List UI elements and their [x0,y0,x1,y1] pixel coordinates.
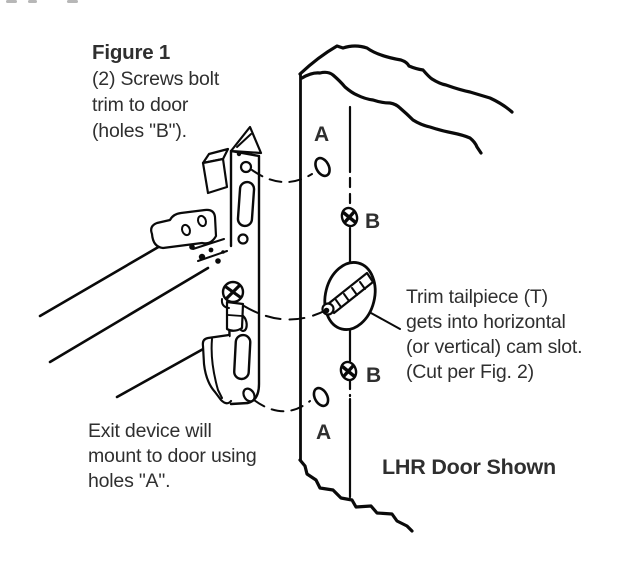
exit-device-note-line-1: Exit device will [88,420,212,442]
exit-device-note-line-3: holes "A". [88,470,170,492]
leader-cam-slot [243,305,331,321]
plate-hole-bottom [242,387,256,403]
figure-title: Figure 1 [92,41,170,64]
door-note: LHR Door Shown [382,455,556,479]
plate-top-fold-line [236,133,252,148]
exit-device-note-line-2: mount to door using [88,445,257,467]
plate-slot-upper [236,180,256,228]
chassis-screw-head [220,280,245,309]
push-bar-rivets [189,244,225,264]
exit-device [38,125,263,406]
door-torn-edge-bottom [298,458,414,533]
tailpiece-note-line-1: Trim tailpiece (T) [406,286,548,308]
screw-b-bottom [339,360,358,382]
tailpiece-note-line-4: (Cut per Fig. 2) [406,361,534,383]
tailpiece-note-line-3: (or vertical) cam slot. [406,336,582,358]
label-hole-a-bottom: A [316,421,331,444]
door-torn-edge-top-inner [300,70,483,155]
tailpiece-note-line-2: gets into horizontal [406,311,566,333]
chassis-tab-box [201,147,230,195]
leader-hole-a-bottom [253,399,311,413]
push-bar-top-edge [38,240,169,318]
label-hole-b-bottom: B [366,364,381,387]
screws-note-line-2: trim to door [92,94,189,116]
cam-assembly [321,261,401,331]
cam-hub [225,300,245,332]
latch-wedge [150,208,218,250]
plate-hole-mid [237,233,249,245]
screws-note-line-1: (2) Screws bolt [92,68,220,90]
door-panel [298,44,514,533]
label-hole-a-top: A [314,123,329,146]
screw-b-top [340,206,359,228]
push-bar-front-edge [48,266,210,364]
tailpiece-pointer-line [370,312,401,330]
plate-outline [227,149,261,406]
plate-slot-lower [233,333,252,381]
plate-foot-tab [201,333,233,405]
hole-a-top [314,156,331,178]
latch-wedge-hole-2 [197,214,207,228]
plate-hole-top [239,160,253,174]
mounting-plate [201,125,263,406]
push-bar-bottom-edge [115,346,207,399]
plate-foot-fold-line [210,338,223,399]
door-torn-edge-top-outer [298,44,514,114]
screws-note-line-3: (holes "B"). [92,120,187,142]
leader-lines [243,169,331,413]
hole-a-bottom [312,386,330,408]
leader-hole-a-top [251,169,313,184]
tailpiece-hatching [335,281,366,308]
cropped-text-remnants [6,0,78,3]
label-hole-b-top: B [365,210,380,233]
latch-wedge-hole-1 [181,223,191,237]
